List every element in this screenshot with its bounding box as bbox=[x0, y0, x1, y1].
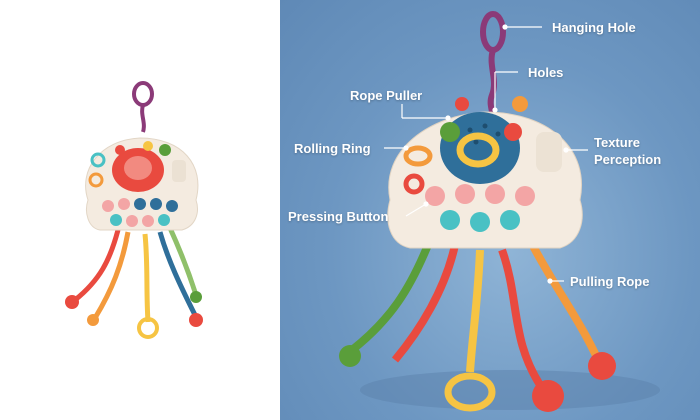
press-button-pink-2 bbox=[455, 184, 475, 204]
callout-dot-pulling-rope bbox=[547, 278, 553, 284]
rope-yellow bbox=[142, 233, 151, 323]
callout-lines bbox=[384, 24, 588, 284]
rope-end-green bbox=[190, 291, 202, 303]
rope-end-red-2 bbox=[189, 313, 203, 327]
press-button-teal-2 bbox=[470, 212, 490, 232]
button-blue-1 bbox=[134, 198, 146, 210]
label-pulling-rope: Pulling Rope bbox=[570, 274, 650, 289]
hole-1 bbox=[467, 127, 473, 133]
toy-illustration-large bbox=[339, 11, 660, 412]
puller-pink-large bbox=[455, 97, 469, 111]
rope-orange-large bbox=[526, 238, 602, 362]
ring-yellow-large bbox=[456, 132, 500, 168]
rope-orange bbox=[92, 231, 131, 320]
callout-dot-texture bbox=[563, 147, 569, 153]
rolling-ring-red bbox=[403, 173, 425, 195]
floor-shadow bbox=[360, 370, 660, 410]
press-button-teal-3 bbox=[500, 210, 520, 230]
press-button-pink-1 bbox=[425, 186, 445, 206]
rope-end-disc-red bbox=[532, 380, 564, 412]
button-blue-2 bbox=[150, 198, 162, 210]
puller-yellow bbox=[143, 141, 153, 151]
button-pink-4 bbox=[142, 215, 154, 227]
label-holes: Holes bbox=[528, 65, 564, 80]
button-pink-2 bbox=[118, 198, 130, 210]
hole-3 bbox=[495, 131, 501, 137]
rope-end-orange bbox=[87, 314, 99, 326]
toy-illustration-small bbox=[65, 81, 203, 339]
rope-red-large bbox=[391, 244, 459, 363]
label-texture-line1: Texture bbox=[594, 135, 640, 150]
hanging-loop-large bbox=[480, 11, 506, 53]
hole-4 bbox=[473, 139, 479, 145]
rope-end-ring-yellow bbox=[444, 372, 496, 412]
callout-line-pressing-button bbox=[405, 203, 427, 217]
callout-dot-hanging-hole bbox=[502, 24, 508, 30]
rope-red bbox=[73, 229, 121, 302]
label-hanging-hole: Hanging Hole bbox=[552, 20, 636, 35]
rolling-ring-orange bbox=[403, 145, 433, 167]
label-rope-puller: Rope Puller bbox=[350, 88, 423, 103]
press-button-teal-1 bbox=[440, 210, 460, 230]
press-button-pink-4 bbox=[515, 186, 535, 206]
rope-yellow-large bbox=[466, 249, 484, 373]
rope-end-flower-green bbox=[339, 345, 361, 367]
puller-red-large bbox=[504, 123, 522, 141]
puller-orange-large bbox=[512, 96, 528, 112]
callout-dot-rolling-ring bbox=[403, 145, 409, 151]
button-pink-3 bbox=[126, 215, 138, 227]
hole-2 bbox=[482, 123, 488, 129]
toy-dome-large bbox=[440, 112, 520, 184]
texture-patch bbox=[172, 160, 186, 182]
hanging-stem-large bbox=[487, 49, 497, 119]
rope-blue bbox=[157, 231, 198, 317]
texture-patch-large bbox=[536, 132, 562, 172]
puller-green-large bbox=[440, 122, 460, 142]
label-pressing-button: Pressing Button bbox=[288, 209, 389, 224]
product-photo-white bbox=[0, 0, 280, 420]
callout-dot-rope-puller bbox=[445, 115, 451, 121]
callout-dot-pressing-button bbox=[423, 201, 429, 207]
callout-dot-holes bbox=[492, 107, 498, 113]
ring-orange bbox=[88, 172, 104, 188]
puller-red bbox=[115, 145, 125, 155]
label-rolling-ring: Rolling Ring bbox=[294, 141, 371, 156]
rope-green bbox=[167, 226, 199, 296]
ring-teal bbox=[90, 152, 106, 168]
press-button-pink-3 bbox=[485, 184, 505, 204]
button-teal-2 bbox=[158, 214, 170, 226]
button-blue-3 bbox=[166, 200, 178, 212]
button-pink-1 bbox=[102, 200, 114, 212]
rope-end-yellow-ring bbox=[137, 317, 159, 339]
hanging-stem bbox=[140, 104, 146, 133]
toy-dome-inner bbox=[124, 156, 152, 180]
rope-end-red bbox=[65, 295, 79, 309]
puller-green bbox=[159, 144, 171, 156]
rope-green-large bbox=[349, 238, 434, 354]
hanging-loop bbox=[132, 81, 154, 107]
label-texture-line2: Perception bbox=[594, 152, 662, 167]
rope-pink-large bbox=[498, 248, 546, 391]
rope-end-disc-red-2 bbox=[588, 352, 616, 380]
product-photo-annotated: Hanging Hole Holes Rope Puller Texture P… bbox=[280, 0, 700, 420]
button-teal-1 bbox=[110, 214, 122, 226]
